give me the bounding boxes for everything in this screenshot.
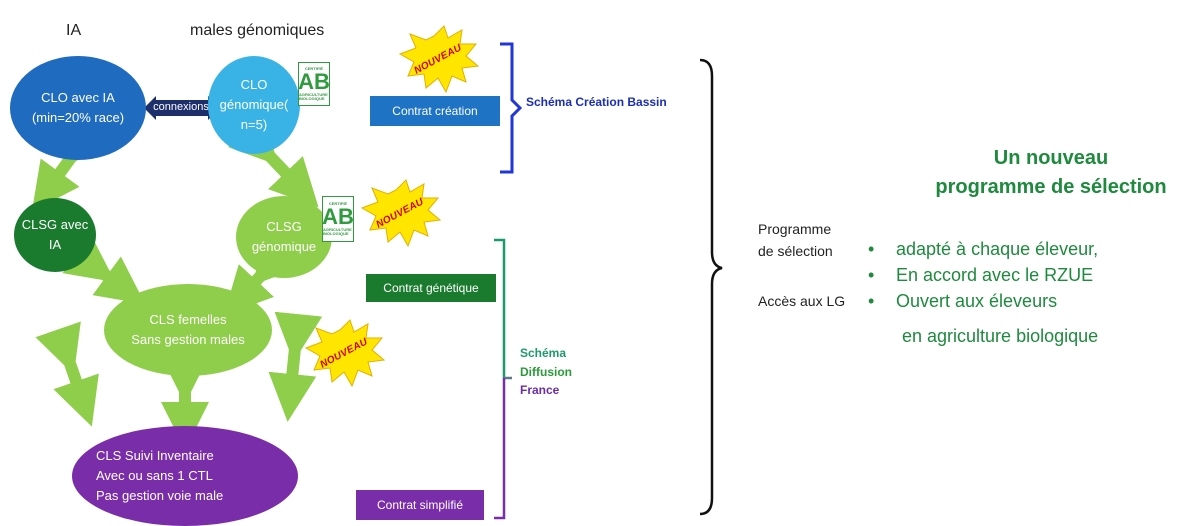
- nouveau-badge-shapes: [304, 25, 480, 388]
- arrow-right-vertical: [268, 311, 323, 422]
- ab-logo-icon: CERTIFIÉ AB AGRICULTURE BIOLOGIQUE: [322, 196, 354, 242]
- contrat-genetique-box: Contrat génétique: [366, 274, 496, 302]
- connexions-arrow: [144, 96, 220, 120]
- node-clo-avec-ia: CLO avec IA (min=20% race): [10, 56, 146, 160]
- contrat-simplifie-box: Contrat simplifié: [356, 490, 484, 520]
- list-item: •Ouvert aux éleveurs: [868, 291, 1058, 312]
- acces-lg-label: Accès aux LG: [758, 293, 846, 309]
- node-clsg-avec-ia: CLSG avec IA: [14, 198, 96, 272]
- list-item: •adapté à chaque éleveur,: [868, 239, 1099, 259]
- node-cls-femelles: CLS femelles Sans gestion males: [104, 284, 272, 376]
- starburst-2: [360, 179, 442, 248]
- node-clo-genomique: CLO génomique( n=5): [208, 56, 300, 154]
- arrow-left-vertical: [35, 321, 99, 427]
- bracket-diffusion-top: [494, 238, 506, 378]
- bullet-continuation: en agriculture biologique: [902, 326, 1099, 346]
- arrow-clsg-ia-to-cls-femelles: [62, 234, 146, 305]
- bracket-diffusion-bottom: [494, 378, 506, 520]
- list-item: •En accord avec le RZUE: [868, 265, 1094, 286]
- arrow-clo-gen-to-clsg-gen: [228, 114, 319, 208]
- bracket-creation: [500, 42, 523, 174]
- schema-diffusion-france-label: Schéma Diffusion France: [520, 346, 572, 398]
- programme-selection-label: Programme de sélection: [758, 221, 833, 260]
- column-heading-males-genomiques: males génomiques: [190, 22, 325, 39]
- starburst-1: [398, 25, 480, 94]
- starburst-3: [304, 319, 386, 388]
- connexions-label: connexions: [153, 101, 209, 113]
- headline: Un nouveau programme de sélection: [935, 147, 1167, 198]
- contrat-creation-box: Contrat création: [370, 96, 500, 126]
- column-heading-ia: IA: [66, 22, 82, 39]
- schema-creation-bassin-label: Schéma Création Bassin: [526, 95, 667, 109]
- ab-logo-icon: CERTIFIÉ AB AGRICULTURE BIOLOGIQUE: [298, 62, 330, 106]
- node-clsg-genomique: CLSG génomique: [236, 196, 332, 278]
- node-cls-suivi-inventaire: CLS Suivi Inventaire Avec ou sans 1 CTL …: [72, 426, 298, 526]
- brace-main: [699, 58, 723, 516]
- benefits-list: •adapté à chaque éleveur, •En accord ave…: [868, 236, 1098, 314]
